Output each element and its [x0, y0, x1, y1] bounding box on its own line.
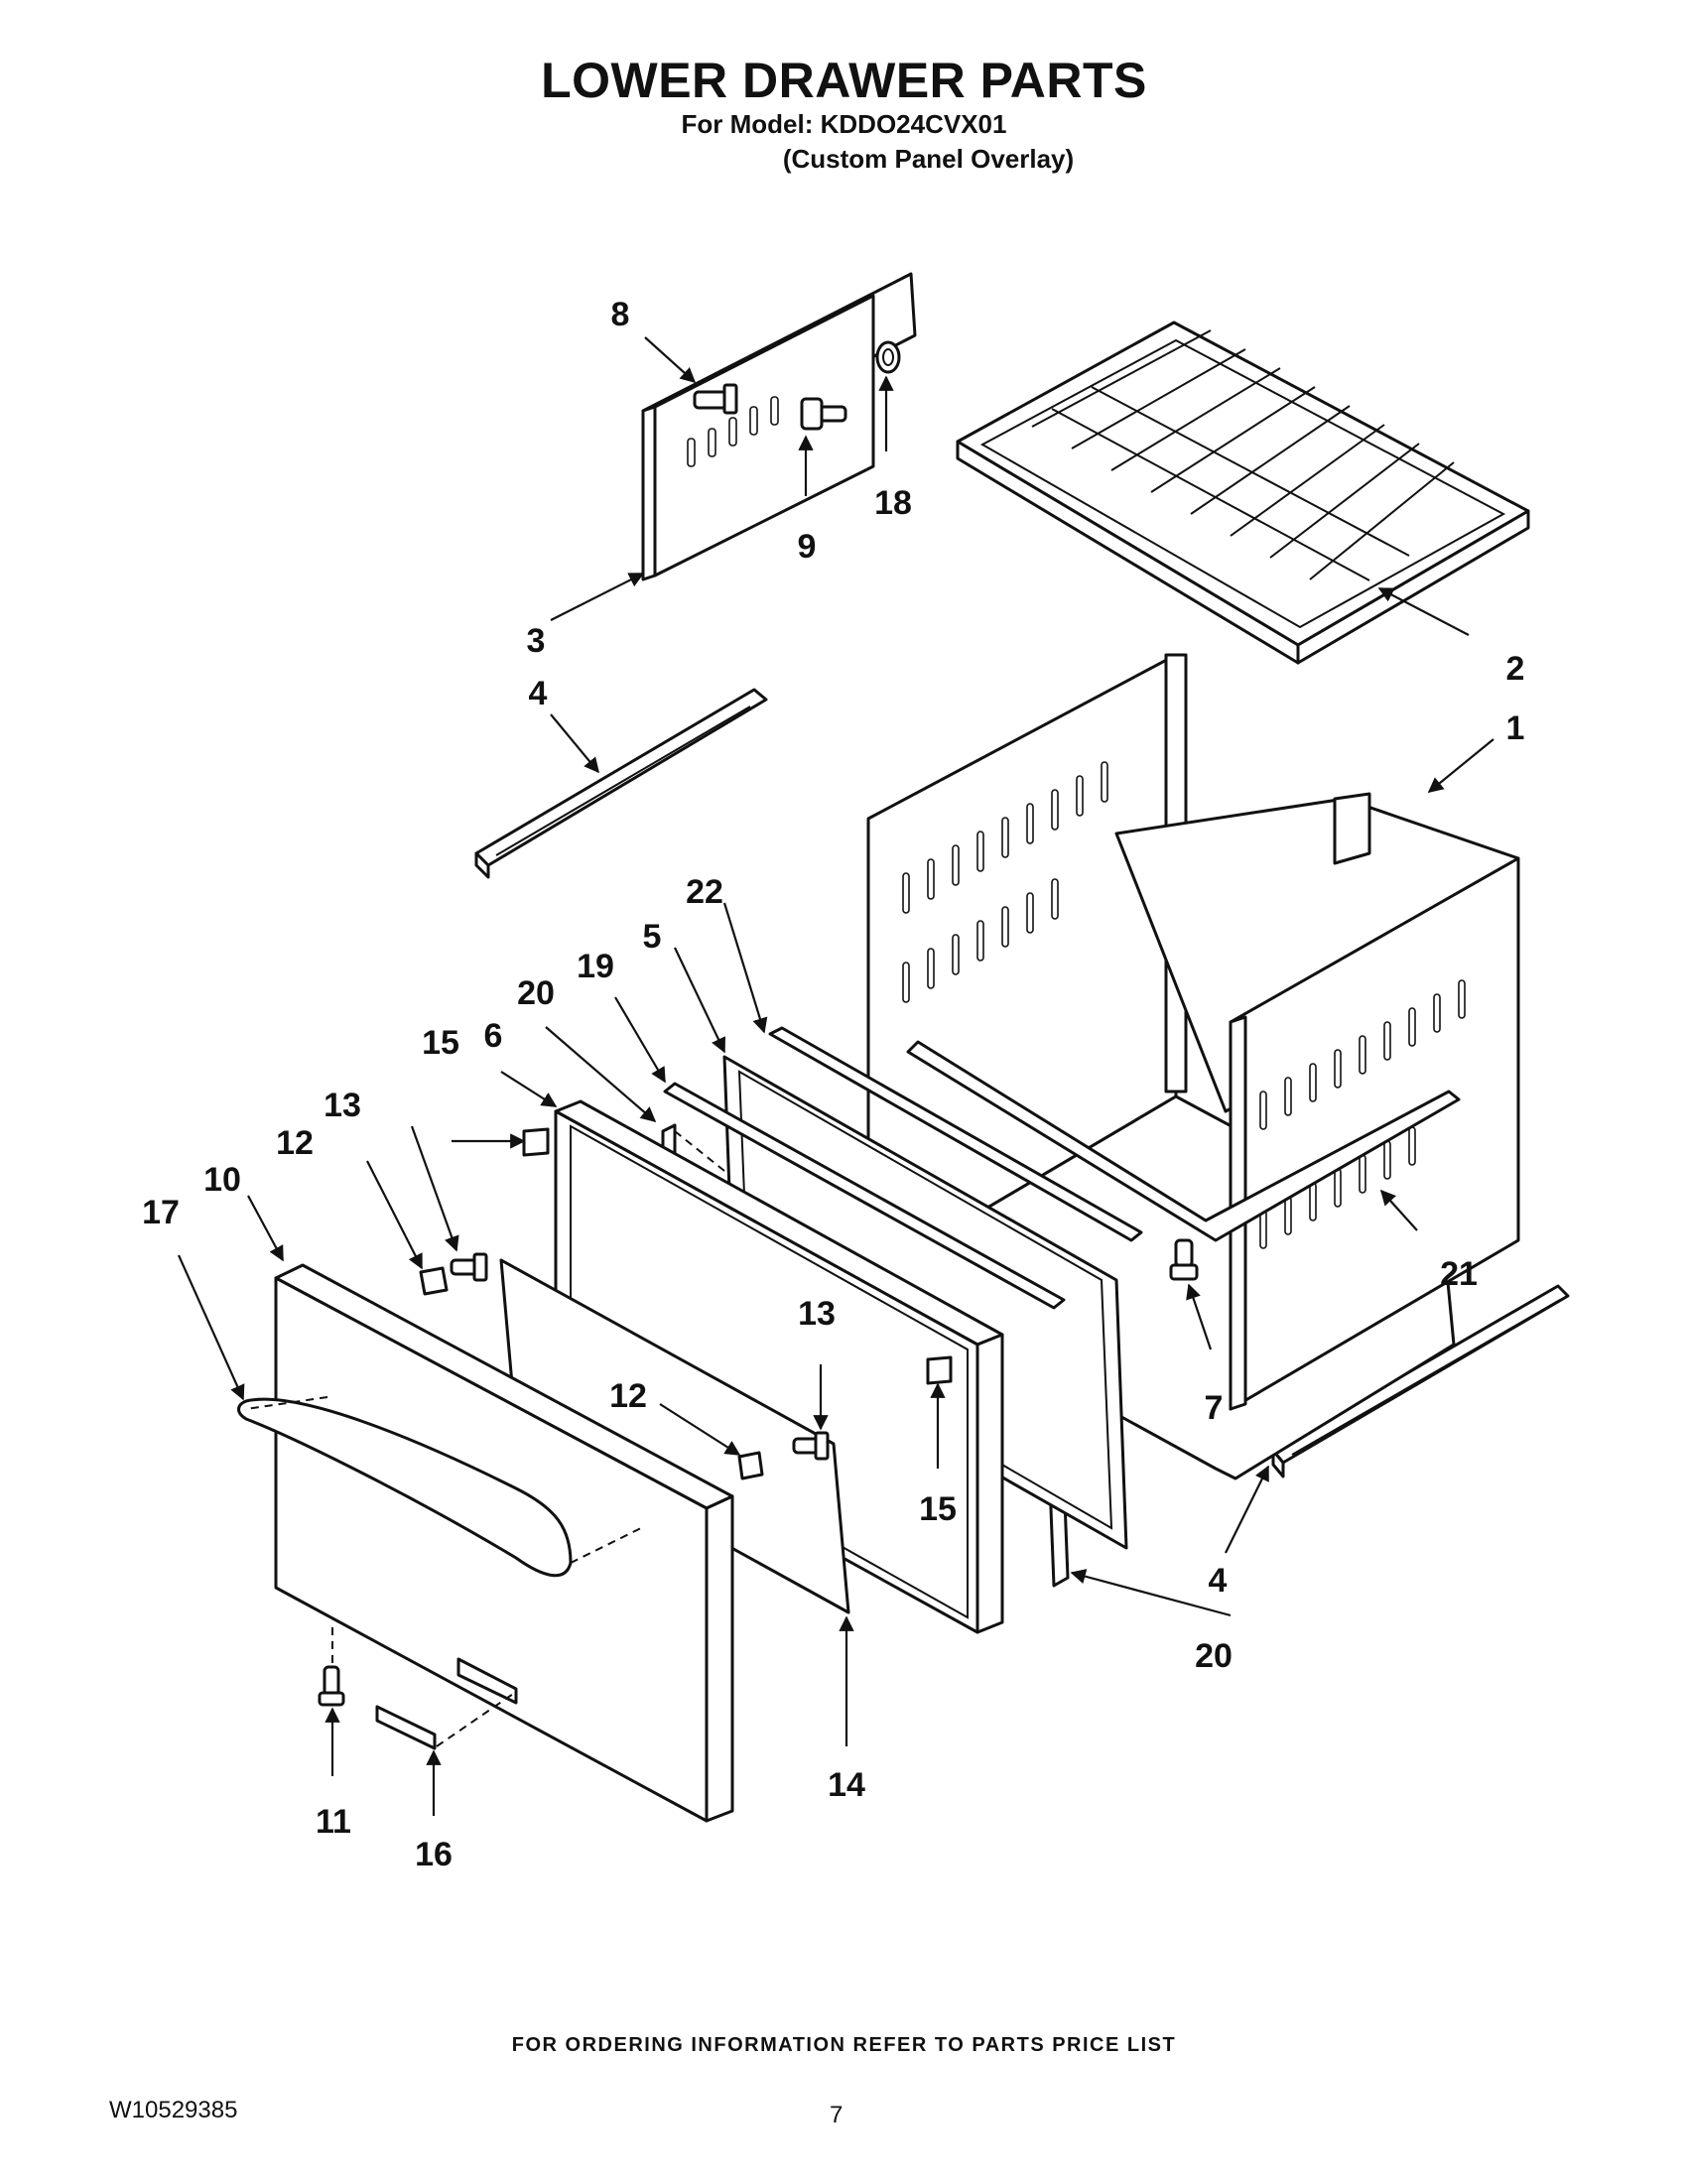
page-title: LOWER DRAWER PARTS — [541, 53, 1147, 108]
callout-label: 16 — [415, 1836, 453, 1873]
insulation-panel-part — [499, 1258, 850, 1614]
screw-part — [318, 1665, 345, 1707]
callout-label: 12 — [276, 1124, 314, 1162]
callout-label: 4 — [529, 675, 548, 712]
slide-rail-part — [1271, 1284, 1570, 1478]
pad-part — [522, 1127, 550, 1157]
bottom-plate-part — [906, 1040, 1461, 1242]
door-handle-part — [237, 1397, 573, 1578]
callout-label: 13 — [324, 1087, 361, 1124]
rear-bracket-part — [641, 272, 917, 581]
callout-label: 20 — [1195, 1637, 1233, 1675]
ordering-note: FOR ORDERING INFORMATION REFER TO PARTS … — [511, 2034, 1177, 2056]
page-number: 7 — [830, 2102, 844, 2128]
callout-label: 2 — [1506, 650, 1525, 688]
callout-label: 22 — [686, 873, 723, 911]
callout-label: 1 — [1506, 709, 1525, 747]
callout-label: 8 — [611, 296, 630, 333]
callout-label: 6 — [484, 1017, 503, 1055]
front-door-panel-part — [274, 1263, 734, 1823]
slide-rail-part — [474, 688, 768, 879]
gasket-strip-part — [768, 1026, 1143, 1242]
badge-part — [375, 1705, 437, 1750]
callout-label: 4 — [1209, 1562, 1228, 1600]
inner-door-panel-part — [554, 1099, 1004, 1634]
callout-label: 19 — [577, 948, 614, 985]
nut-part — [875, 340, 901, 374]
callout-label: 11 — [316, 1803, 351, 1841]
drawer-tray-part — [956, 321, 1530, 665]
callout-label: 7 — [1205, 1389, 1224, 1427]
document-number: W10529385 — [109, 2097, 238, 2123]
callout-label: 9 — [798, 528, 817, 566]
bracket-pad-part — [419, 1266, 449, 1296]
screw-part — [693, 383, 738, 415]
badge-part — [456, 1657, 518, 1705]
callout-label: 13 — [798, 1295, 836, 1333]
callout-label: 12 — [609, 1377, 647, 1415]
shoulder-screw-part — [800, 397, 847, 431]
model-note: (Custom Panel Overlay) — [782, 144, 1075, 174]
model-line: For Model: KDDO24CVX01 — [681, 109, 1007, 139]
screw-part — [450, 1252, 488, 1282]
screw-part — [1169, 1238, 1199, 1281]
callout-label: 21 — [1440, 1255, 1478, 1293]
callout-label: 20 — [517, 974, 555, 1012]
bracket-pad-part — [737, 1451, 764, 1480]
callout-leaders — [177, 336, 1494, 1816]
screw-part — [792, 1431, 830, 1461]
callout-labels: 1 2 3 4 4 5 6 7 8 9 10 11 12 12 13 13 14… — [142, 296, 1524, 1873]
callout-label: 15 — [919, 1490, 957, 1528]
gasket-strip-part — [663, 1082, 1066, 1310]
pad-part — [926, 1355, 953, 1385]
callout-label: 18 — [874, 484, 912, 522]
callout-label: 10 — [203, 1161, 241, 1199]
callout-label: 14 — [828, 1766, 865, 1804]
callout-label: 15 — [422, 1024, 459, 1062]
callout-label: 3 — [527, 622, 546, 660]
callout-label: 5 — [643, 918, 662, 956]
callout-label: 17 — [142, 1194, 180, 1231]
